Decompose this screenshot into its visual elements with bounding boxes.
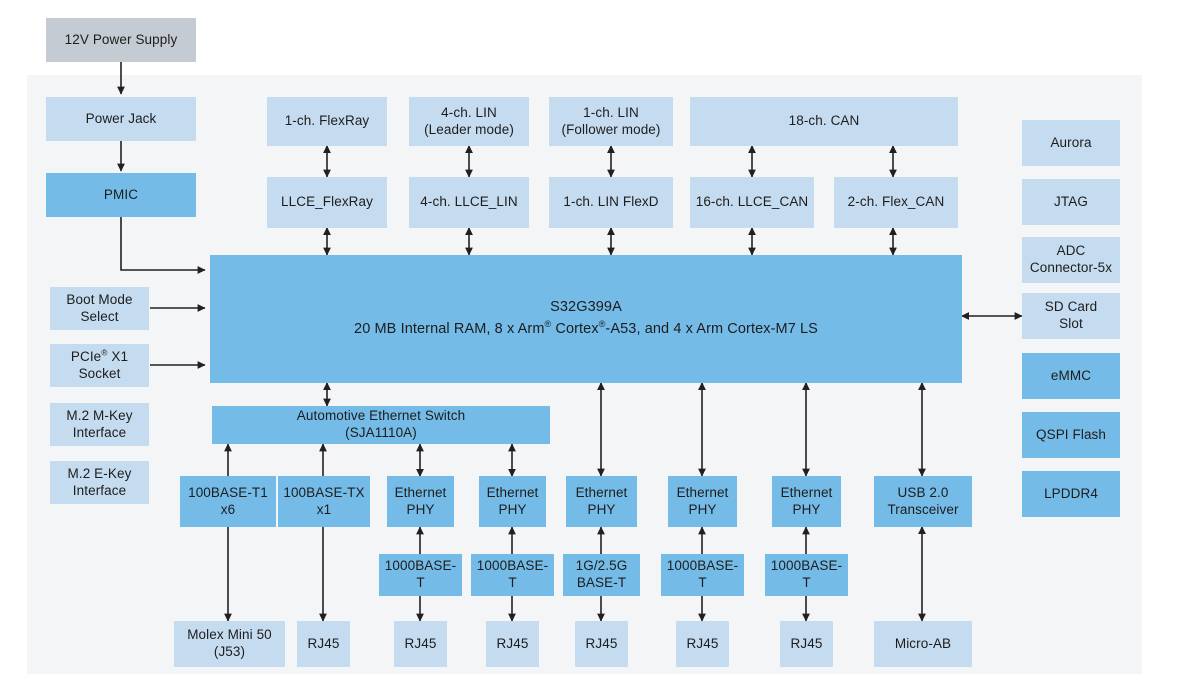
node-ethernet-phy-2[interactable]: Ethernet PHY — [479, 476, 546, 527]
node-m2-e-key-interface[interactable]: M.2 E-Key Interface — [50, 461, 149, 504]
pcie-line-2: Socket — [78, 365, 121, 381]
node-rj45-6[interactable]: RJ45 — [780, 621, 833, 667]
node-100base-tx-x1[interactable]: 100BASE-TX x1 — [278, 476, 370, 527]
node-ethernet-phy-5[interactable]: Ethernet PHY — [772, 476, 841, 527]
usb-line-2: Transceiver — [887, 501, 959, 517]
phy-1-line-2: PHY — [406, 501, 435, 517]
base-tx-line-2: x1 — [316, 501, 332, 517]
phy-3-line-2: PHY — [587, 501, 616, 517]
node-usb-transceiver[interactable]: USB 2.0 Transceiver — [874, 476, 972, 527]
node-emmc[interactable]: eMMC — [1022, 353, 1120, 399]
node-soc-s32g399a[interactable]: S32G399A 20 MB Internal RAM, 8 x Arm® Co… — [210, 255, 962, 383]
node-1000base-t-4[interactable]: 1000BASE-T — [765, 554, 848, 596]
node-m2-m-key-interface[interactable]: M.2 M-Key Interface — [50, 403, 149, 446]
node-rj45-2[interactable]: RJ45 — [394, 621, 447, 667]
base-tx-line-1: 100BASE-TX — [283, 484, 365, 500]
molex-line-1: Molex Mini 50 — [187, 627, 272, 643]
node-100base-t1-x6[interactable]: 100BASE-T1 x6 — [180, 476, 276, 527]
multigig-line-1: 1G/2.5G — [575, 558, 628, 574]
phy-2-line-1: Ethernet — [486, 484, 539, 500]
node-automotive-ethernet-switch[interactable]: Automotive Ethernet Switch (SJA1110A) — [212, 406, 550, 444]
node-power-supply[interactable]: 12V Power Supply — [46, 18, 196, 62]
node-pmic[interactable]: PMIC — [46, 173, 196, 217]
base-t1-line-2: x6 — [220, 501, 236, 517]
phy-5-line-1: Ethernet — [780, 484, 833, 500]
node-llce-can[interactable]: 16-ch. LLCE_CAN — [690, 177, 814, 228]
node-power-jack[interactable]: Power Jack — [46, 97, 196, 141]
lin-follower-line-1: 1-ch. LIN — [583, 104, 639, 120]
node-rj45-3[interactable]: RJ45 — [486, 621, 539, 667]
switch-line-2: (SJA1110A) — [345, 425, 417, 440]
molex-line-2: (J53) — [213, 644, 246, 659]
node-lin-follower[interactable]: 1-ch. LIN (Follower mode) — [549, 97, 673, 146]
m2-m-line-2: Interface — [72, 424, 127, 440]
node-can-18ch[interactable]: 18-ch. CAN — [690, 97, 958, 146]
node-ethernet-phy-3[interactable]: Ethernet PHY — [566, 476, 637, 527]
soc-description: 20 MB Internal RAM, 8 x Arm® Cortex®-A53… — [354, 319, 818, 337]
node-llce-flexray[interactable]: LLCE_FlexRay — [267, 177, 387, 228]
pcie-line-1: PCIe® X1 — [70, 347, 129, 364]
node-ethernet-phy-4[interactable]: Ethernet PHY — [668, 476, 737, 527]
phy-1-line-1: Ethernet — [394, 484, 447, 500]
node-rj45-4[interactable]: RJ45 — [575, 621, 628, 667]
registered-mark-icon: ® — [544, 319, 552, 330]
lin-leader-line-2: (Leader mode) — [424, 121, 514, 137]
switch-line-1: Automotive Ethernet Switch — [296, 408, 466, 424]
phy-2-line-2: PHY — [498, 501, 527, 517]
phy-4-line-1: Ethernet — [676, 484, 729, 500]
boot-mode-line-1: Boot Mode — [66, 291, 133, 307]
node-lin-leader[interactable]: 4-ch. LIN (Leader mode) — [409, 97, 529, 146]
boot-mode-line-2: Select — [80, 308, 119, 324]
node-jtag[interactable]: JTAG — [1022, 179, 1120, 225]
m2-e-line-1: M.2 E-Key — [67, 465, 132, 481]
node-1000base-t-1[interactable]: 1000BASE-T — [379, 554, 462, 596]
node-sd-card-slot[interactable]: SD Card Slot — [1022, 293, 1120, 339]
phy-5-line-2: PHY — [792, 501, 821, 517]
node-flexray-1ch[interactable]: 1-ch. FlexRay — [267, 97, 387, 146]
node-lpddr4[interactable]: LPDDR4 — [1022, 471, 1120, 517]
node-adc-connector[interactable]: ADC Connector-5x — [1022, 237, 1120, 283]
node-1000base-t-2[interactable]: 1000BASE-T — [471, 554, 554, 596]
lin-leader-line-1: 4-ch. LIN — [441, 104, 497, 120]
node-1000base-t-3[interactable]: 1000BASE-T — [661, 554, 744, 596]
node-rj45-5[interactable]: RJ45 — [676, 621, 729, 667]
node-flex-can[interactable]: 2-ch. Flex_CAN — [834, 177, 958, 228]
soc-label-block: S32G399A 20 MB Internal RAM, 8 x Arm® Co… — [354, 297, 818, 341]
adc-line-2: Connector-5x — [1029, 260, 1113, 275]
sd-card-line-2: Slot — [1059, 316, 1083, 331]
registered-mark-icon: ® — [101, 347, 108, 358]
phy-3-line-1: Ethernet — [575, 484, 628, 500]
lin-follower-line-2: (Follower mode) — [561, 121, 661, 137]
node-1g-2g5-base-t[interactable]: 1G/2.5G BASE-T — [563, 554, 640, 596]
adc-line-1: ADC — [1056, 243, 1086, 259]
node-boot-mode-select[interactable]: Boot Mode Select — [50, 287, 149, 330]
phy-4-line-2: PHY — [688, 501, 717, 517]
node-aurora[interactable]: Aurora — [1022, 120, 1120, 166]
base-t1-line-1: 100BASE-T1 — [188, 484, 268, 500]
multigig-line-2: BASE-T — [576, 575, 627, 590]
node-qspi-flash[interactable]: QSPI Flash — [1022, 412, 1120, 458]
sd-card-line-1: SD Card — [1044, 299, 1098, 315]
node-molex-mini-50[interactable]: Molex Mini 50 (J53) — [174, 621, 285, 667]
node-pcie-x1-socket[interactable]: PCIe® X1 Socket — [50, 344, 149, 387]
node-rj45-1[interactable]: RJ45 — [297, 621, 350, 667]
soc-part-number: S32G399A — [550, 299, 622, 316]
node-ethernet-phy-1[interactable]: Ethernet PHY — [387, 476, 454, 527]
node-lin-flexd[interactable]: 1-ch. LIN FlexD — [549, 177, 673, 228]
node-micro-ab[interactable]: Micro-AB — [874, 621, 972, 667]
usb-line-1: USB 2.0 — [897, 484, 949, 500]
m2-e-line-2: Interface — [72, 482, 127, 498]
m2-m-line-1: M.2 M-Key — [66, 407, 133, 423]
registered-mark-icon: ® — [598, 319, 606, 330]
node-llce-lin[interactable]: 4-ch. LLCE_LIN — [409, 177, 529, 228]
